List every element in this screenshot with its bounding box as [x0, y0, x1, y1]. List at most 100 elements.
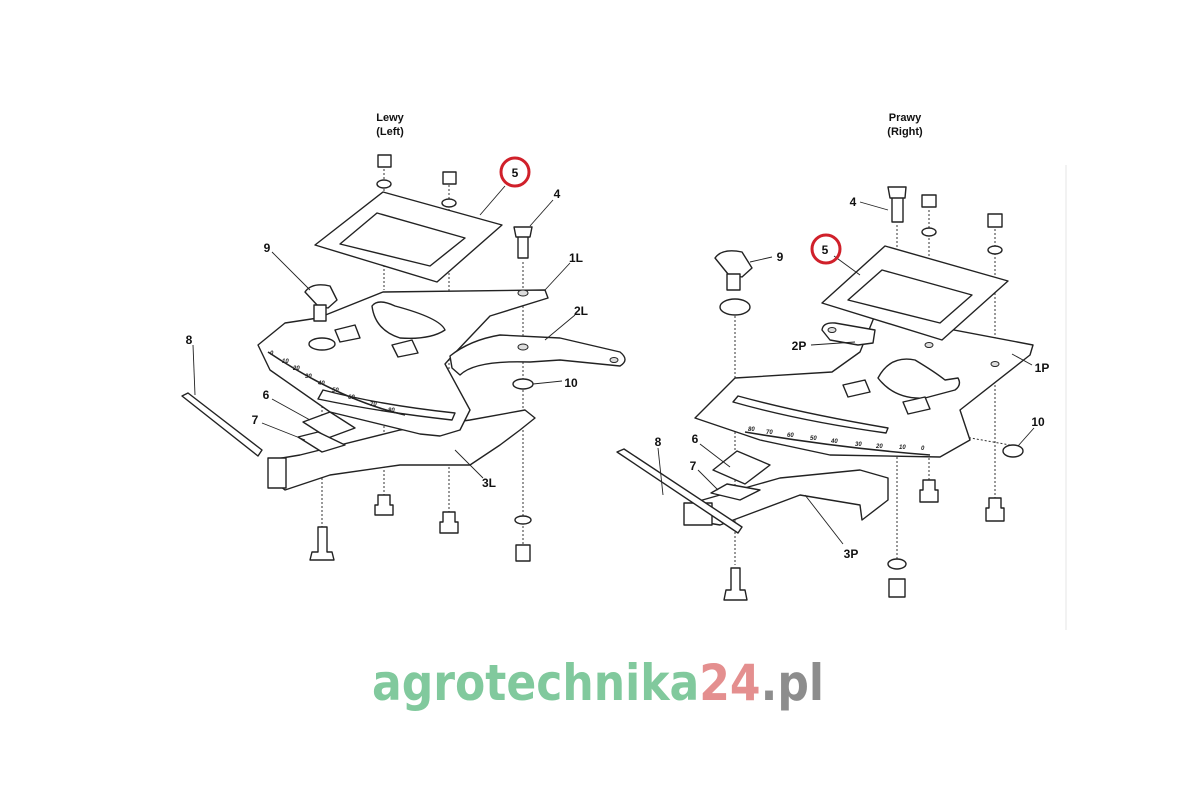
adjust-slot [732, 395, 889, 434]
hole [924, 342, 934, 348]
label-7: 7 [252, 413, 259, 427]
gasket-window [847, 269, 973, 324]
nut [888, 578, 906, 598]
washer [719, 298, 751, 316]
highlight-circle [810, 233, 842, 265]
clip [902, 396, 931, 415]
leader-line [454, 449, 484, 479]
left-assembly: Lewy (Left) 0 10 20 30 40 50 60 70 80 [181, 112, 626, 562]
plate-cutout [371, 301, 446, 340]
scale-tick: 40 [830, 439, 838, 445]
leader-line [192, 344, 196, 396]
part-2P [821, 322, 876, 346]
label-6: 6 [263, 388, 270, 402]
leader-line [833, 255, 861, 276]
right-scale: 80 70 60 50 40 30 20 10 0 [744, 427, 931, 456]
washer [887, 558, 907, 570]
clip [842, 379, 871, 398]
leader-line [1017, 427, 1035, 447]
scale-tick: 70 [766, 430, 773, 436]
hardware [309, 154, 533, 562]
bolt [439, 511, 459, 534]
part-9-knob [714, 250, 753, 278]
label-5: 5 [822, 243, 829, 257]
watermark-part3: .pl [761, 654, 824, 712]
washer [514, 515, 532, 525]
scale-tick: 50 [332, 388, 339, 394]
washer [308, 337, 336, 351]
scale-tick: 80 [748, 427, 755, 433]
carriage-bolt [723, 567, 748, 601]
label-3P: 3P [844, 547, 859, 561]
bolt [919, 479, 939, 503]
clip [334, 324, 361, 343]
plate-cutout [877, 358, 961, 399]
scale-tick: 70 [370, 402, 377, 408]
hardware [723, 186, 1005, 601]
right-subtitle: (Right) [887, 126, 923, 138]
label-9: 9 [777, 250, 784, 264]
nut [987, 213, 1003, 228]
leader-line [544, 314, 576, 341]
label-4: 4 [850, 195, 857, 209]
part-7-plate [297, 431, 346, 453]
leader-line [697, 469, 719, 491]
leader-line [804, 494, 844, 545]
left-subtitle: (Left) [376, 126, 404, 138]
hole [827, 327, 837, 333]
part-7-plate [710, 483, 761, 501]
leader-line [699, 443, 731, 468]
label-5: 5 [512, 166, 519, 180]
scale-tick: 50 [810, 436, 817, 442]
scale-arc [267, 351, 406, 416]
label-2L: 2L [574, 304, 588, 318]
knob-stem [726, 273, 741, 291]
left-scale: 0 10 20 30 40 50 60 70 80 [267, 351, 406, 416]
part-10-washer [1002, 444, 1024, 458]
leader-line [749, 256, 773, 263]
leader-line [479, 185, 506, 216]
hole [990, 361, 1000, 367]
watermark-part1: agrotechnika [372, 654, 699, 712]
part-6-bracket [712, 450, 771, 485]
scale-tick: 0 [921, 446, 925, 452]
scale-tick: 80 [388, 408, 395, 414]
label-8: 8 [186, 333, 193, 347]
leader-line [1011, 353, 1033, 366]
leader-line [859, 201, 889, 211]
leader-line [261, 422, 306, 441]
scale-tick: 10 [899, 445, 906, 451]
gasket-window [339, 212, 466, 267]
label-9: 9 [264, 241, 271, 255]
hole [517, 343, 529, 351]
label-4: 4 [554, 187, 561, 201]
part-9-knob [304, 284, 338, 309]
label-10: 10 [564, 376, 578, 390]
part-10-washer [512, 378, 534, 390]
watermark-part2: 24 [699, 654, 760, 712]
lock-washer [921, 227, 937, 237]
assembly-line [964, 436, 1011, 446]
watermark: agrotechnika24.pl [372, 654, 824, 712]
bolt [985, 497, 1005, 522]
nut [377, 154, 392, 168]
lock-washer [987, 245, 1003, 255]
nut [515, 544, 531, 562]
part-8-lever [616, 448, 743, 534]
right-title: Prawy [889, 112, 922, 124]
lock-washer [376, 179, 392, 189]
scale-tick: 60 [348, 395, 355, 401]
label-1L: 1L [569, 251, 583, 265]
bolt [374, 494, 394, 516]
part-2L [449, 334, 626, 376]
label-2P: 2P [792, 339, 807, 353]
part-3L-bend [267, 457, 287, 489]
label-8: 8 [655, 435, 662, 449]
scale-tick: 60 [787, 433, 794, 439]
label-10: 10 [1031, 415, 1045, 429]
part-8-lever [181, 392, 263, 457]
scale-tick: 30 [305, 374, 312, 380]
scale-arc [744, 431, 931, 456]
